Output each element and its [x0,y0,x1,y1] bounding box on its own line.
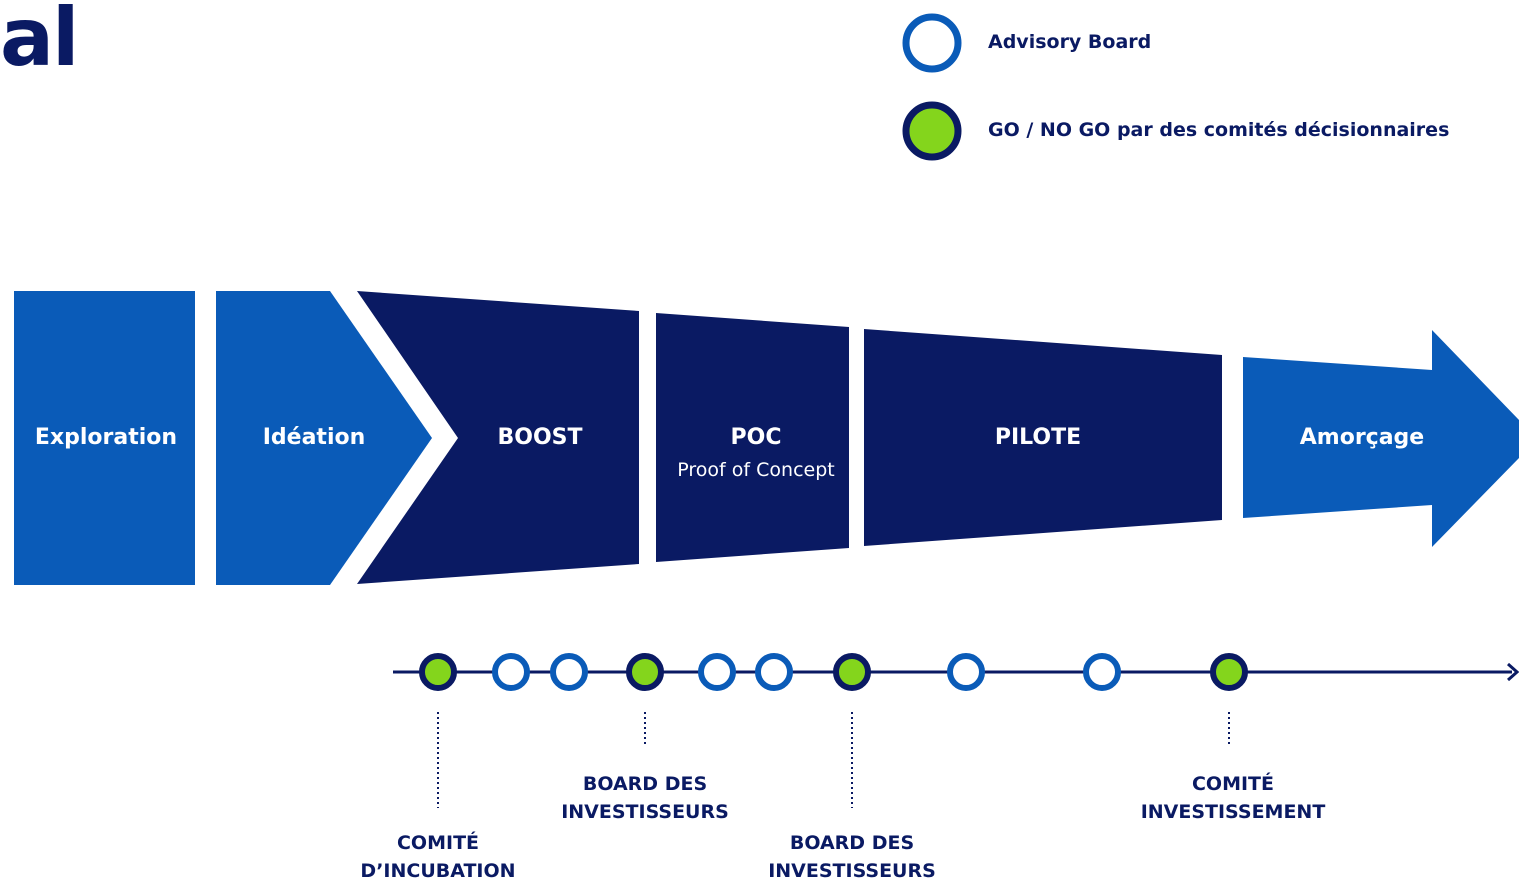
phase-sublabel-poc: Proof of Concept [677,459,835,481]
milestone-label-line: INVESTISSEURS [768,860,936,882]
milestone-label-line: BOARD DES [582,773,708,795]
phase-boost-shape [357,291,639,584]
milestone-nodes [419,653,1248,691]
legend-go-nogo-label: GO / NO GO par des comités décisionnaire… [988,119,1450,141]
legend-open-circle-icon [902,13,962,73]
milestone-advisory-node-icon [492,653,530,691]
milestone-label-line: COMITÉ [396,832,480,854]
milestone-label-line: INVESTISSEMENT [1140,801,1326,823]
phase-label-ideation: Idéation [262,425,366,450]
milestone-advisory-node-icon [755,653,793,691]
milestone-label-line: D’INCUBATION [360,860,516,882]
milestone-go-node-icon [1210,653,1248,691]
milestone-go-node-icon [419,653,457,691]
milestone-advisory-node-icon [1083,653,1121,691]
milestone-go-node-icon [626,653,664,691]
milestone-advisory-node-icon [947,653,985,691]
milestone-go-node-icon [833,653,871,691]
phase-label-pilote: PILOTE [994,425,1082,450]
page-title: al [0,0,79,84]
phase-label-amorcage: Amorçage [1299,425,1425,450]
milestone-label-board-investisseurs-2: BOARD DES INVESTISSEURS [768,829,936,885]
legend-advisory-label: Advisory Board [988,31,1152,53]
milestone-label-comite-incubation: COMITÉ D’INCUBATION [360,829,515,885]
milestone-label-line: INVESTISSEURS [561,801,729,823]
milestone-advisory-node-icon [550,653,588,691]
phase-label-poc: POC [730,425,782,450]
phase-exploration-shape [14,291,195,585]
legend-filled-circle-icon [902,101,962,161]
phase-amorcage-arrow-shape [1243,330,1519,547]
milestone-label-comite-investissement: COMITÉ INVESTISSEMENT [1141,770,1326,826]
milestone-label-board-investisseurs-1: BOARD DES INVESTISSEURS [561,770,729,826]
phase-poc-shape [656,313,849,562]
timeline-arrowhead-icon [1507,662,1519,682]
milestone-label-line: COMITÉ [1191,773,1274,795]
phase-label-exploration: Exploration [34,425,178,450]
phase-ideation-shape [216,291,432,585]
phase-pilote-shape [864,329,1222,546]
phase-label-boost: BOOST [497,425,583,450]
milestone-label-line: BOARD DES [789,832,915,854]
milestone-advisory-node-icon [698,653,736,691]
